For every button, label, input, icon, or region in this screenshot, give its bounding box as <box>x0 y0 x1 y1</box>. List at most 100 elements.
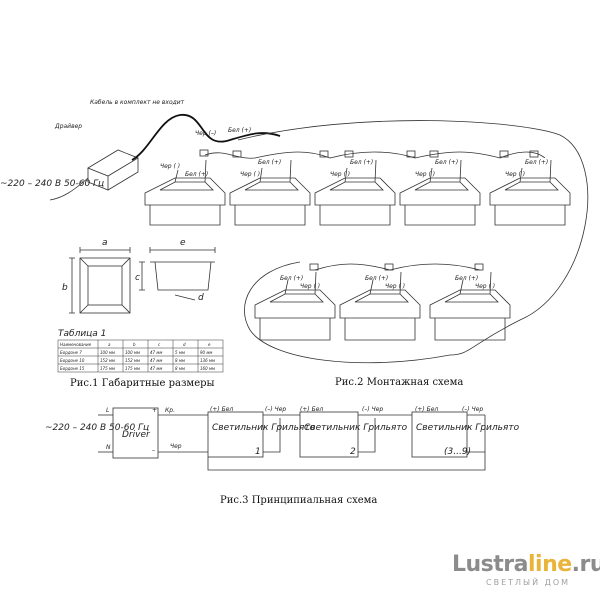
minus-black-3: (–) Чер <box>462 406 483 413</box>
svg-text:47 мм: 47 мм <box>150 366 162 371</box>
table-cells: Наименование a b c d e Бордоне 7 100 мм … <box>60 342 215 371</box>
lamp-labels-bottom: Бел (+) Чер ( ) Бел (+) Чер ( ) Бел (+) … <box>280 275 495 290</box>
svg-text:d: d <box>183 342 186 347</box>
lamp-8 <box>429 263 511 341</box>
fig3-caption: Рис.3 Принципиальная схема <box>220 495 377 506</box>
svg-text:Чер ( ): Чер ( ) <box>160 163 180 170</box>
svg-text:47 мм: 47 мм <box>150 350 162 355</box>
svg-text:Наименование: Наименование <box>60 342 92 347</box>
svg-text:Бел (+): Бел (+) <box>455 275 478 282</box>
lamp-2-name: Светильник Грильято <box>304 423 408 433</box>
black-minus-label: Чер (–) <box>195 130 216 137</box>
schematic-mains: ~220 – 240 В 50-60 Гц <box>45 423 149 433</box>
driver-text: Driver <box>122 430 151 440</box>
svg-text:Бел (+): Бел (+) <box>280 275 303 282</box>
wire-red: Кр. <box>165 407 175 414</box>
svg-text:Бордоне 15: Бордоне 15 <box>60 366 85 371</box>
white-plus-label: Бел (+) <box>228 127 251 134</box>
svg-text:Чер ( ): Чер ( ) <box>300 283 320 290</box>
svg-text:160 мм: 160 мм <box>200 366 215 371</box>
return-wire-outer <box>237 120 589 364</box>
svg-text:Бел (+): Бел (+) <box>365 275 388 282</box>
svg-text:100 мм: 100 мм <box>100 350 115 355</box>
driver-label: Драйвер <box>54 123 82 130</box>
svg-text:Чер ( ): Чер ( ) <box>505 171 525 178</box>
lamp-5 <box>489 150 571 226</box>
plus-white-3: (+) Бел <box>415 406 438 413</box>
lamp-3 <box>314 150 396 226</box>
svg-text:Бел (+): Бел (+) <box>258 159 281 166</box>
dim-c: c <box>135 273 140 283</box>
dim-d: d <box>198 293 204 303</box>
svg-text:8 мм: 8 мм <box>175 358 185 363</box>
input-cable <box>131 114 281 161</box>
dimensions-table <box>57 339 224 373</box>
svg-text:Чер ( ): Чер ( ) <box>475 283 495 290</box>
svg-text:Чер ( ): Чер ( ) <box>240 171 260 178</box>
svg-text:Бел (+): Бел (+) <box>185 171 208 178</box>
svg-text:175 мм: 175 мм <box>100 366 115 371</box>
svg-text:90 мм: 90 мм <box>200 350 212 355</box>
lamp-3-num: (3...9) <box>444 447 471 457</box>
wire-black: Чер <box>170 443 182 450</box>
mains-label: ~220 – 240 В 50-60 Гц <box>0 179 104 189</box>
watermark-subtitle: СВЕТЛЫЙ ДОМ <box>486 578 571 587</box>
lamp-2 <box>229 150 311 226</box>
dim-b: b <box>62 283 68 293</box>
minus-sign: – <box>152 447 155 454</box>
lamp-7 <box>339 263 421 341</box>
svg-text:152 мм: 152 мм <box>125 358 140 363</box>
plus-sign: + <box>152 407 157 414</box>
plus-white-2: (+) Бел <box>300 406 323 413</box>
fig1-caption: Рис.1 Габаритные размеры <box>70 378 215 389</box>
lamp-6 <box>254 263 336 341</box>
dim-a: a <box>102 238 108 248</box>
svg-text:b: b <box>133 342 136 347</box>
minus-black-2: (–) Чер <box>362 406 383 413</box>
svg-text:Бел (+): Бел (+) <box>350 159 373 166</box>
svg-text:Бел (+): Бел (+) <box>525 159 548 166</box>
wm-part2: line <box>528 552 572 577</box>
svg-text:5 мм: 5 мм <box>175 350 185 355</box>
cable-label-1: Кабель в комплект не входит <box>90 99 185 106</box>
svg-text:100 мм: 100 мм <box>125 350 140 355</box>
svg-text:175 мм: 175 мм <box>125 366 140 371</box>
daisy-wire-bottom <box>314 263 481 271</box>
svg-text:Чер ( ): Чер ( ) <box>385 283 405 290</box>
svg-text:Бел (+): Бел (+) <box>435 159 458 166</box>
N-label: N <box>106 444 111 451</box>
plus-white-1: (+) Бел <box>210 406 233 413</box>
svg-text:Бордоне 10: Бордоне 10 <box>60 358 85 363</box>
lamp-labels-top: Чер ( ) Бел (+) Чер ( ) Бел (+) Чер ( ) … <box>160 159 548 178</box>
watermark-logo: Lustraline.ru <box>452 552 600 577</box>
lamp-1-name: Светильник Грильято <box>212 423 316 433</box>
wm-part3: .ru <box>571 552 600 577</box>
lamp-2-num: 2 <box>350 447 356 457</box>
fig2-caption: Рис.2 Монтажная схема <box>335 377 463 388</box>
table-title: Таблица 1 <box>58 329 106 339</box>
svg-text:c: c <box>158 342 161 347</box>
lamp-1 <box>144 149 226 226</box>
dim-e: e <box>180 238 186 248</box>
svg-text:8 мм: 8 мм <box>175 366 185 371</box>
lamp-3-name: Светильник Грильято <box>416 423 520 433</box>
fig1-top-view <box>69 247 131 314</box>
svg-text:a: a <box>108 342 111 347</box>
svg-text:Чер ( ): Чер ( ) <box>415 171 435 178</box>
daisy-wire-top <box>204 151 546 159</box>
svg-text:136 мм: 136 мм <box>200 358 215 363</box>
wm-part1: Lustra <box>452 552 529 577</box>
svg-text:Чер ( ): Чер ( ) <box>330 171 350 178</box>
lamp-4 <box>399 150 481 226</box>
lamp-1-num: 1 <box>255 447 261 457</box>
svg-text:Бордоне 7: Бордоне 7 <box>60 350 82 355</box>
fig1-side-view <box>139 247 216 301</box>
L-label: L <box>106 407 109 414</box>
minus-black-1: (–) Чер <box>265 406 286 413</box>
svg-text:47 мм: 47 мм <box>150 358 162 363</box>
schematic <box>98 407 486 471</box>
mains-cable <box>49 177 89 201</box>
driver-box <box>87 149 139 191</box>
svg-text:152 мм: 152 мм <box>100 358 115 363</box>
svg-text:e: e <box>208 342 211 347</box>
